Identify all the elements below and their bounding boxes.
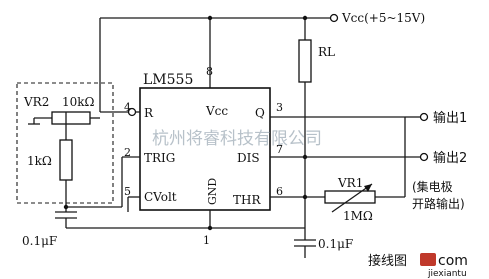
output-2-terminal [419,152,429,162]
junction-dot [207,15,213,21]
pin-number-7: 7 [276,143,283,156]
lm555-chip [139,87,271,211]
chip-name: LM555 [143,72,193,88]
watermark-corner: 接线图 com jiexiantu [368,253,468,279]
pin-label-dis: DIS [237,151,260,165]
pin-label-cvolt: CVolt [144,190,177,204]
pin-number-2: 2 [124,146,131,159]
pin-5-cvolt-wire [127,196,140,212]
pin-label-trig: TRIG [144,151,175,165]
output-note-line2: 开路输出) [412,196,465,211]
watermark-corner-com: com [438,253,468,269]
pin-label-gnd: GND [206,178,219,205]
pin-number-6: 6 [276,185,283,198]
pin-label-thr: THR [233,193,261,207]
c1-label: 0.1μF [22,234,57,248]
vr2-potentiometer [28,111,100,130]
output-1-label: 输出1 [433,110,467,126]
watermark-corner-url: jiexiantu [427,269,467,279]
junction-dot [302,15,308,21]
pin-number-4: 4 [124,101,131,114]
pin-label-q: Q [255,106,265,120]
vr1-label: VR1 [337,176,363,190]
output-1-terminal [419,112,429,122]
supply-rail [99,13,339,112]
capacitor-c1 [55,195,305,229]
watermark-corner-badge [420,253,436,266]
rl-label: RL [318,45,335,59]
vr1-value: 1MΩ [343,209,373,223]
load-resistor [298,39,312,160]
supply-label: Vcc(+5~15V) [341,11,425,25]
pin-label-r: R [144,106,154,120]
pin-6-thr-wire [270,157,308,228]
pin-number-5: 5 [124,185,131,198]
output-2-label: 输出2 [433,150,467,166]
pin-4-reset [100,107,140,117]
output-note-line1: (集电极 [412,179,453,194]
supply-terminal [329,13,339,23]
r1k-label: 1kΩ [27,154,52,168]
c2-label: 0.1μF [318,237,353,251]
pin-1-ground [207,210,213,231]
dashed-enclosure [16,82,114,204]
watermark-center: 杭州将睿科技有限公司 [152,129,322,149]
vr2-value: 10kΩ [62,95,95,109]
pin-number-3: 3 [276,101,283,114]
pin-label-vcc: Vcc [205,104,228,118]
r1k-resistor [59,130,73,195]
pin-2-trig-wire [63,156,140,210]
watermark-corner-cn: 接线图 [368,253,407,269]
pin-number-8: 8 [206,65,213,78]
vr2-label: VR2 [23,95,49,109]
pin-number-1: 1 [203,234,210,247]
vr1-potentiometer [305,183,405,213]
capacitor-c2 [294,228,316,258]
